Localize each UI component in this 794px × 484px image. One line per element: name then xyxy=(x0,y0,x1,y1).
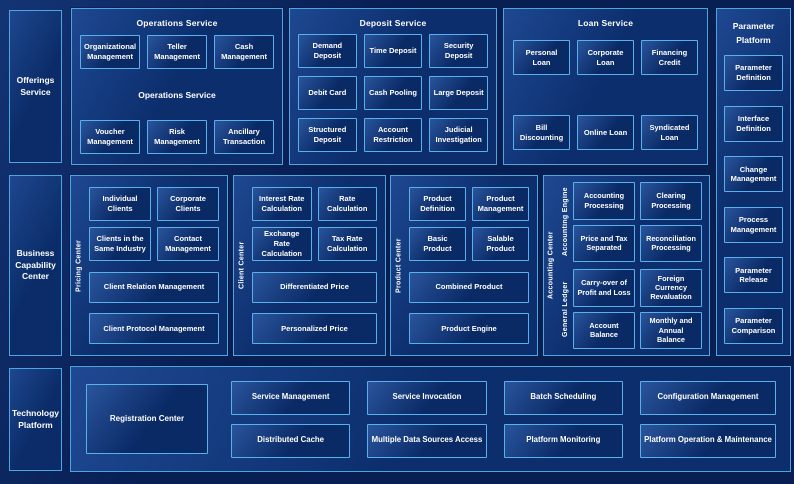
service-box-rate-calculation: Rate Calculation xyxy=(317,187,377,221)
service-box-clearing-processing: Clearing Processing xyxy=(640,182,702,220)
service-box-process-management: Process Management xyxy=(724,206,783,243)
service-box-monthly-annual-balance: Monthly and Annual Balance xyxy=(640,311,702,349)
accounting-engine-vertical-label: Accounting Engine xyxy=(562,187,569,257)
service-box-syndicated-loan: Syndicated Loan xyxy=(641,115,698,150)
service-box-personal-loan: Personal Loan xyxy=(513,40,570,75)
operations-service-title: Operations Service xyxy=(136,18,218,28)
general-ledger-vertical-label: General Ledger xyxy=(562,281,569,337)
service-box-financing-credit: Financing Credit xyxy=(641,40,698,75)
accounting-engine-section: Accounting Engine Accounting Processing … xyxy=(558,182,702,262)
service-box-combined-product: Combined Product xyxy=(409,271,529,303)
service-box-parameter-release: Parameter Release xyxy=(724,257,783,294)
loan-service-panel: Loan Service Personal Loan Corporate Loa… xyxy=(503,8,708,165)
service-box-security-deposit: Security Deposit xyxy=(429,34,488,68)
general-ledger-section: General Ledger Carry-over of Profit and … xyxy=(558,269,702,349)
service-box-registration-center: Registration Center xyxy=(86,384,208,454)
service-box-parameter-definition: Parameter Definition xyxy=(724,55,783,92)
loan-service-title: Loan Service xyxy=(577,18,634,28)
service-box-service-invocation: Service Invocation xyxy=(367,380,487,415)
service-box-salable-product: Salable Product xyxy=(472,227,529,261)
service-box-cash-management: Cash Management xyxy=(214,35,274,69)
service-box-client-relation-management: Client Relation Management xyxy=(89,271,219,303)
service-box-reconciliation-processing: Reconciliation Processing xyxy=(640,224,702,262)
operations-service-subtitle: Operations Service xyxy=(138,89,216,100)
service-box-multiple-data-sources-access: Multiple Data Sources Access xyxy=(367,423,487,458)
service-box-structured-deposit: Structured Deposit xyxy=(298,118,357,152)
service-box-change-management: Change Management xyxy=(724,156,783,193)
service-box-clients-same-industry: Clients in the Same Industry xyxy=(89,227,151,261)
service-box-differentiated-price: Differentiated Price xyxy=(252,271,377,303)
service-box-carry-over-profit-loss: Carry-over of Profit and Loss xyxy=(573,269,635,307)
service-box-exchange-rate-calculation: Exchange Rate Calculation xyxy=(252,227,312,261)
service-box-service-management: Service Management xyxy=(231,380,351,415)
service-box-contact-management: Contact Management xyxy=(157,227,219,261)
pricing-center-vertical-label: Pricing Center xyxy=(75,239,83,292)
service-box-product-management: Product Management xyxy=(472,187,529,221)
service-box-ancillary-transaction: Ancillary Transaction xyxy=(214,120,274,154)
service-box-configuration-management: Configuration Management xyxy=(639,380,776,415)
service-box-online-loan: Online Loan xyxy=(577,115,634,150)
service-box-bill-discounting: Bill Discounting xyxy=(513,115,570,150)
client-center-vertical-label: Client Center xyxy=(238,241,246,290)
service-box-debit-card: Debit Card xyxy=(298,76,357,110)
service-box-corporate-clients: Corporate Clients xyxy=(157,187,219,221)
service-box-cash-pooling: Cash Pooling xyxy=(363,76,423,110)
operations-service-panel: Operations Service Organizational Manage… xyxy=(71,8,283,165)
service-box-account-restriction: Account Restriction xyxy=(363,118,423,152)
pricing-center-panel: Pricing Center Individual Clients Corpor… xyxy=(70,175,228,356)
service-box-price-tax-separated: Price and Tax Separated xyxy=(573,224,635,262)
service-box-organizational-management: Organizational Management xyxy=(80,35,141,69)
service-box-tax-rate-calculation: Tax Rate Calculation xyxy=(317,227,377,261)
service-box-judicial-investigation: Judicial Investigation xyxy=(429,118,488,152)
technology-platform-panel: Registration Center Service Management S… xyxy=(70,366,791,472)
service-box-voucher-management: Voucher Management xyxy=(80,120,140,154)
business-capability-center-sidebar: Business Capability Center xyxy=(9,175,62,356)
technology-platform-sidebar: Technology Platform xyxy=(9,368,62,471)
parameter-platform-panel: Parameter Platform Parameter Definition … xyxy=(716,8,791,356)
service-box-product-engine: Product Engine xyxy=(409,313,529,344)
service-box-time-deposit: Time Deposit xyxy=(363,34,423,68)
service-box-accounting-processing: Accounting Processing xyxy=(573,182,635,220)
deposit-service-title: Deposit Service xyxy=(359,18,427,28)
service-box-teller-management: Teller Management xyxy=(147,35,208,69)
deposit-service-panel: Deposit Service Demand Deposit Time Depo… xyxy=(289,8,497,165)
service-box-foreign-currency-revaluation: Foreign Currency Revaluation xyxy=(640,269,702,307)
client-center-panel: Client Center Interest Rate Calculation … xyxy=(233,175,386,356)
service-box-interface-definition: Interface Definition xyxy=(724,105,783,142)
product-center-vertical-label: Product Center xyxy=(395,238,403,293)
service-box-individual-clients: Individual Clients xyxy=(89,187,151,221)
service-box-batch-scheduling: Batch Scheduling xyxy=(503,380,623,415)
accounting-center-vertical-label: Accounting Center xyxy=(547,231,555,300)
product-center-panel: Product Center Product Definition Produc… xyxy=(390,175,538,356)
offerings-service-sidebar: Offerings Service xyxy=(9,10,62,163)
service-box-personalized-price: Personalized Price xyxy=(252,313,377,344)
service-box-interest-rate-calculation: Interest Rate Calculation xyxy=(252,187,312,221)
service-box-large-deposit: Large Deposit xyxy=(429,76,488,110)
service-box-distributed-cache: Distributed Cache xyxy=(231,423,351,458)
service-box-basic-product: Basic Product xyxy=(409,227,466,261)
service-box-parameter-comparison: Parameter Comparison xyxy=(724,308,783,344)
service-box-platform-monitoring: Platform Monitoring xyxy=(503,423,623,458)
parameter-platform-title: Parameter Platform xyxy=(732,21,775,45)
service-box-platform-operation-maintenance: Platform Operation & Maintenance xyxy=(639,423,776,458)
service-box-corporate-loan: Corporate Loan xyxy=(577,40,634,75)
service-box-demand-deposit: Demand Deposit xyxy=(298,34,357,68)
service-box-account-balance: Account Balance xyxy=(573,311,635,349)
service-box-product-definition: Product Definition xyxy=(409,187,466,221)
service-box-client-protocol-management: Client Protocol Management xyxy=(89,313,219,344)
accounting-center-panel: Accounting Center Accounting Engine Acco… xyxy=(543,175,710,356)
service-box-risk-management: Risk Management xyxy=(147,120,207,154)
